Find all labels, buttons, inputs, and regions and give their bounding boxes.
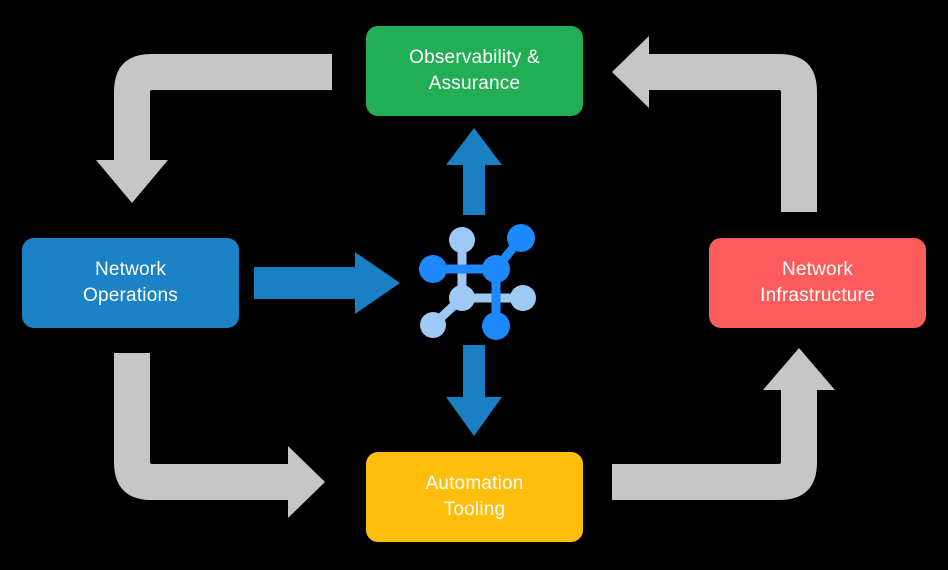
connector-center-to-automation-tooling xyxy=(446,345,502,436)
topology-node-topright-dark xyxy=(507,224,535,252)
node-network-infrastructure-label: Network Infrastructure xyxy=(760,259,875,306)
node-network-operations[interactable]: Network Operations xyxy=(22,238,239,328)
connector-observability-to-network-operations xyxy=(96,54,332,203)
connector-network-infrastructure-to-observability xyxy=(612,36,817,212)
topology-node-bottom-dark xyxy=(482,312,510,340)
topology-node-bottomleft-light xyxy=(420,312,446,338)
node-network-operations-label: Network Operations xyxy=(83,259,178,306)
connector-automation-tooling-to-network-infrastructure xyxy=(612,348,835,500)
topology-node-left-dark xyxy=(419,255,447,283)
node-network-infrastructure[interactable]: Network Infrastructure xyxy=(709,238,926,328)
topology-nodes-light xyxy=(420,227,536,338)
connector-network-operations-to-center xyxy=(254,252,400,314)
topology-node-right-light xyxy=(510,285,536,311)
connector-network-operations-to-automation-tooling xyxy=(114,353,325,518)
connector-center-to-observability xyxy=(446,128,502,215)
node-automation-tooling[interactable]: Automation Tooling xyxy=(366,452,583,542)
node-observability-assurance[interactable]: Observability & Assurance xyxy=(366,26,583,116)
node-observability-assurance-label: Observability & Assurance xyxy=(409,47,540,94)
topology-node-top-light xyxy=(449,227,475,253)
node-automation-tooling-label: Automation Tooling xyxy=(425,473,524,520)
topology-node-hub-dark xyxy=(482,255,510,283)
topology-nodes-dark xyxy=(419,224,535,340)
topology-node-center-light xyxy=(449,285,475,311)
